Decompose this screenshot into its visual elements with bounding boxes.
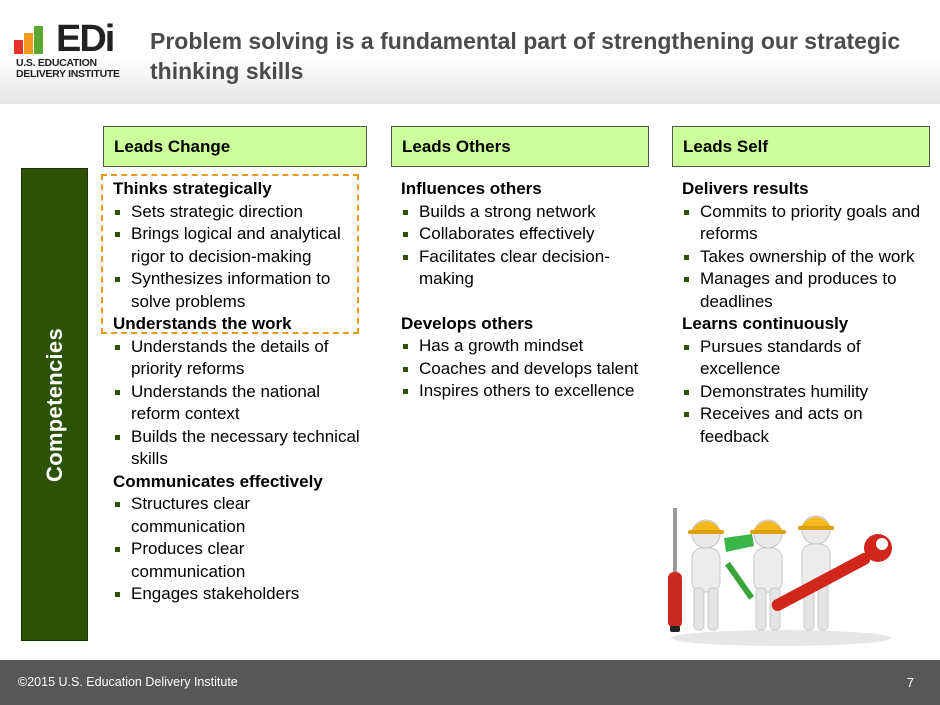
column-header-leads-self: Leads Self — [672, 126, 930, 167]
list-item: Collaborates effectively — [401, 223, 641, 246]
list-item: Commits to priority goals and reforms — [682, 201, 922, 246]
column-leads-change: Thinks strategically Sets strategic dire… — [113, 178, 363, 606]
column-leads-self: Delivers results Commits to priority goa… — [682, 178, 922, 448]
list-item: Facilitates clear decision-making — [401, 246, 641, 291]
section-title: Learns continuously — [682, 314, 849, 333]
bullet-list: Sets strategic direction Brings logical … — [113, 201, 363, 314]
list-item: Structures clear communication — [113, 493, 363, 538]
list-item: Demonstrates humility — [682, 381, 922, 404]
list-item: Has a growth mindset — [401, 335, 641, 358]
section-title: Delivers results — [682, 179, 809, 198]
column-leads-others: Influences others Builds a strong networ… — [401, 178, 641, 403]
list-item: Coaches and develops talent — [401, 358, 641, 381]
list-item: Builds the necessary technical skills — [113, 426, 363, 471]
list-item: Takes ownership of the work — [682, 246, 922, 269]
list-item: Receives and acts on feedback — [682, 403, 922, 448]
bullet-list: Commits to priority goals and reforms Ta… — [682, 201, 922, 314]
copyright-text: ©2015 U.S. Education Delivery Institute — [18, 675, 238, 689]
logo-bars-icon — [14, 26, 54, 54]
list-item: Pursues standards of excellence — [682, 336, 922, 381]
slide-title: Problem solving is a fundamental part of… — [150, 28, 901, 84]
bullet-list: Pursues standards of excellence Demonstr… — [682, 336, 922, 449]
list-item: Builds a strong network — [401, 201, 641, 224]
slide-footer: ©2015 U.S. Education Delivery Institute … — [0, 660, 940, 705]
list-item: Brings logical and analytical rigor to d… — [113, 223, 363, 268]
section-title: Develops others — [401, 313, 534, 333]
logo-brand: EDi — [56, 18, 115, 60]
section-title: Influences others — [401, 179, 542, 198]
edi-logo: EDi U.S. EDUCATION DELIVERY INSTITUTE — [14, 18, 124, 84]
list-item: Understands the details of priority refo… — [113, 336, 363, 381]
list-item: Manages and produces to deadlines — [682, 268, 922, 313]
bullet-list: Structures clear communication Produces … — [113, 493, 363, 606]
page-number: 7 — [906, 675, 914, 690]
bullet-list: Builds a strong network Collaborates eff… — [401, 201, 641, 291]
bullet-list: Has a growth mindset Coaches and develop… — [401, 335, 641, 403]
logo-line2: DELIVERY INSTITUTE — [16, 68, 120, 80]
competencies-label: Competencies — [41, 327, 67, 482]
section-title: Communicates effectively — [113, 471, 323, 491]
section-title: Understands the work — [113, 314, 292, 333]
competencies-bar: Competencies — [21, 168, 88, 641]
bullet-list: Understands the details of priority refo… — [113, 336, 363, 471]
list-item: Produces clear communication — [113, 538, 363, 583]
logo-line1: U.S. EDUCATION — [16, 57, 97, 69]
thinks-strategically-highlight — [101, 174, 359, 334]
list-item: Synthesizes information to solve problem… — [113, 268, 363, 313]
column-header-leads-change: Leads Change — [103, 126, 367, 167]
list-item: Sets strategic direction — [113, 201, 363, 224]
column-header-leads-others: Leads Others — [391, 126, 649, 167]
list-item: Engages stakeholders — [113, 583, 363, 606]
list-item: Understands the national reform context — [113, 381, 363, 426]
three-workers-with-tools-icon — [668, 508, 892, 646]
section-title: Thinks strategically — [113, 179, 272, 198]
list-item: Inspires others to excellence — [401, 380, 641, 403]
slide-header: EDi U.S. EDUCATION DELIVERY INSTITUTE Pr… — [0, 0, 940, 104]
